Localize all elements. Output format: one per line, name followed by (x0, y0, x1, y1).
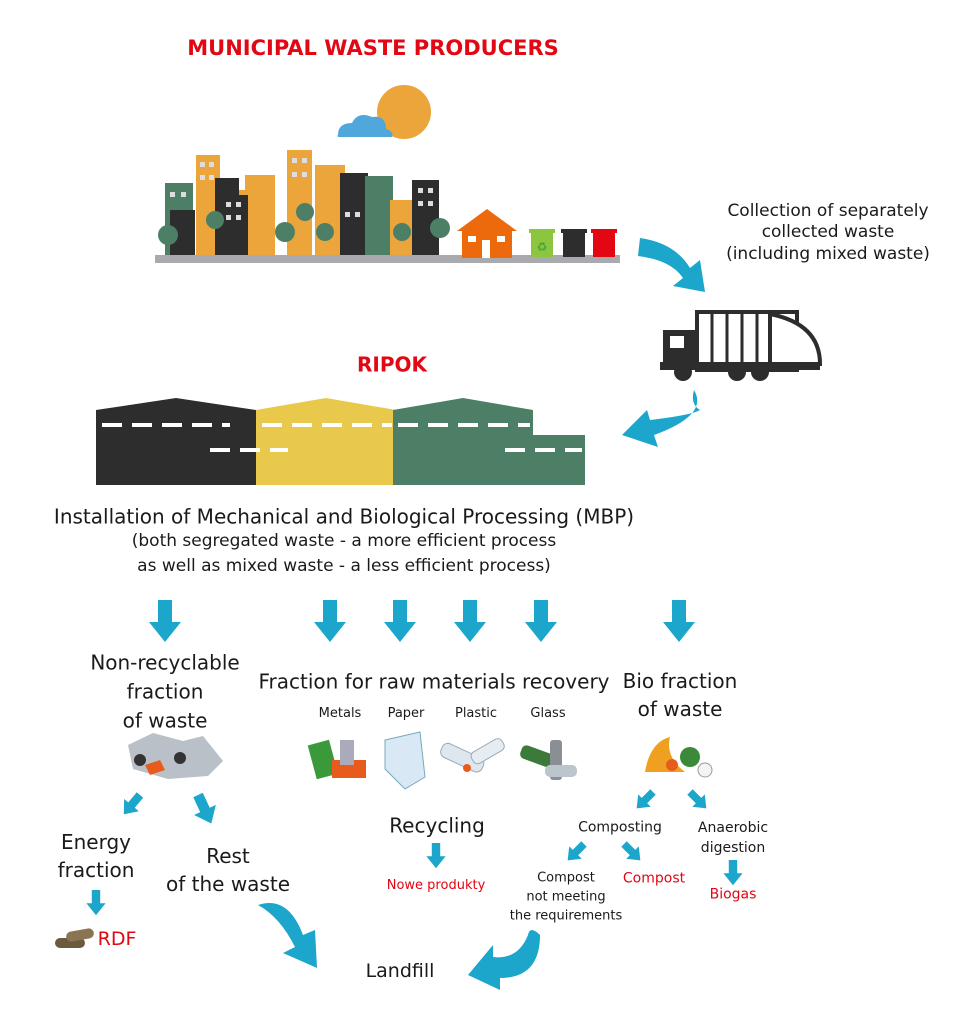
composting-label: Composting (578, 819, 662, 836)
text-line: (both segregated waste - a more efficien… (131, 531, 557, 551)
text-line: of waste (122, 708, 208, 733)
curved-arrow-icon (638, 238, 705, 292)
text-line: of waste (637, 697, 723, 721)
biogas-label: Biogas (709, 886, 757, 903)
landfill-label: Landfill (365, 960, 435, 983)
anaerobic-digestion-label: Anaerobic digestion (698, 818, 768, 858)
mixed-waste-icon (128, 733, 223, 779)
text-line: Anaerobic (697, 820, 769, 836)
svg-text:♻: ♻ (537, 240, 548, 254)
rest-of-waste-label: Rest of the waste (166, 842, 290, 898)
text-line: the requirements (509, 908, 623, 924)
material-paper: Paper (387, 705, 425, 721)
text-line: as well as mixed waste - a less efficien… (137, 556, 551, 576)
city-illustration (155, 150, 620, 263)
text-line: (including mixed waste) (726, 243, 930, 264)
metals-icon (307, 739, 366, 780)
cloud-icon (337, 115, 393, 137)
material-glass: Glass (530, 705, 566, 721)
curved-arrow-icon (468, 930, 540, 990)
mbp-title: Installation of Mechanical and Biologica… (53, 504, 635, 529)
page-title: MUNICIPAL WASTE PRODUCERS (187, 35, 559, 60)
recycling-label: Recycling (389, 813, 485, 838)
sun-icon (377, 85, 431, 139)
factory-ripok-illustration (96, 398, 585, 485)
recycling-bins-icon: ♻ (529, 229, 617, 257)
raw-materials-label: Fraction for raw materials recovery (258, 669, 610, 694)
bio-fraction-label: Bio fraction of waste (623, 667, 738, 723)
rdf-label: RDF (97, 928, 137, 951)
text-line: Bio fraction (622, 669, 738, 693)
text-line: of the waste (166, 872, 290, 896)
house-icon (457, 209, 517, 258)
text-line: digestion (700, 840, 766, 856)
non-recyclable-label: Non-recyclable fraction of waste (90, 649, 239, 736)
curved-arrow-icon (258, 903, 317, 968)
text-line: fraction (57, 858, 135, 882)
new-products-label: Nowe produkty (386, 877, 486, 893)
curved-arrow-icon (622, 390, 700, 447)
compost-label: Compost (622, 870, 686, 887)
compost-not-meeting-label: Compost not meeting the requirements (510, 869, 622, 926)
bio-waste-icon (645, 737, 713, 778)
material-plastic: Plastic (454, 705, 498, 721)
collection-label: Collection of separately collected waste… (726, 201, 930, 265)
paper-icon (384, 731, 426, 790)
text-line: fraction (126, 679, 204, 704)
glass-icon (520, 740, 577, 780)
garbage-truck-icon (660, 310, 823, 381)
plastic-icon (440, 738, 505, 773)
text-line: Non-recyclable (90, 650, 240, 675)
text-line: Energy (60, 830, 132, 854)
mbp-subtitle: (both segregated waste - a more efficien… (132, 529, 556, 579)
text-line: not meeting (526, 889, 606, 905)
ripok-label: RIPOK (357, 352, 427, 377)
rdf-pellets-icon (55, 928, 94, 948)
material-metals: Metals (318, 705, 362, 721)
text-line: Collection of separately (727, 201, 929, 222)
text-line: collected waste (761, 222, 895, 243)
text-line: Rest (206, 844, 250, 868)
energy-fraction-label: Energy fraction (58, 828, 135, 884)
text-line: Compost (537, 870, 595, 886)
